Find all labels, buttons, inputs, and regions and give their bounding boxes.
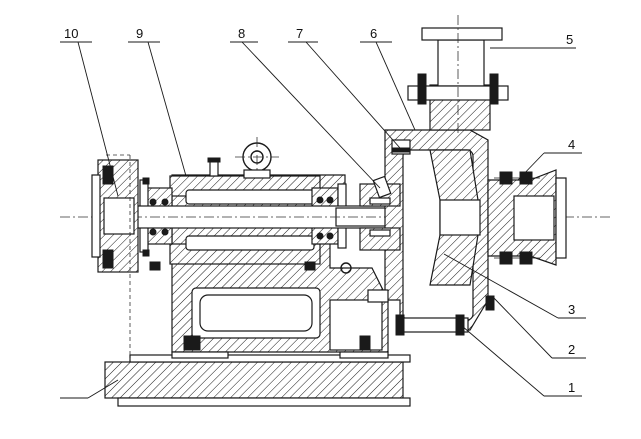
- discharge-branch: [407, 15, 509, 135]
- callout-10: 10: [64, 26, 78, 41]
- callout-1: 1: [568, 380, 575, 395]
- callout-3: 3: [568, 302, 575, 317]
- callout-6: 6: [370, 26, 377, 41]
- callout-9: 9: [136, 26, 143, 41]
- callout-5: 5: [566, 32, 573, 47]
- callout-2: 2: [568, 342, 575, 357]
- coupling: [91, 154, 139, 360]
- callout-8: 8: [238, 26, 245, 41]
- pump-casing: [340, 129, 495, 336]
- callout-4: 4: [568, 137, 575, 152]
- bearing-housing: [169, 137, 321, 265]
- base-plate: [104, 354, 411, 407]
- suction-cover: [487, 169, 567, 266]
- callout-leaders: [60, 41, 586, 399]
- callout-7: 7: [296, 26, 303, 41]
